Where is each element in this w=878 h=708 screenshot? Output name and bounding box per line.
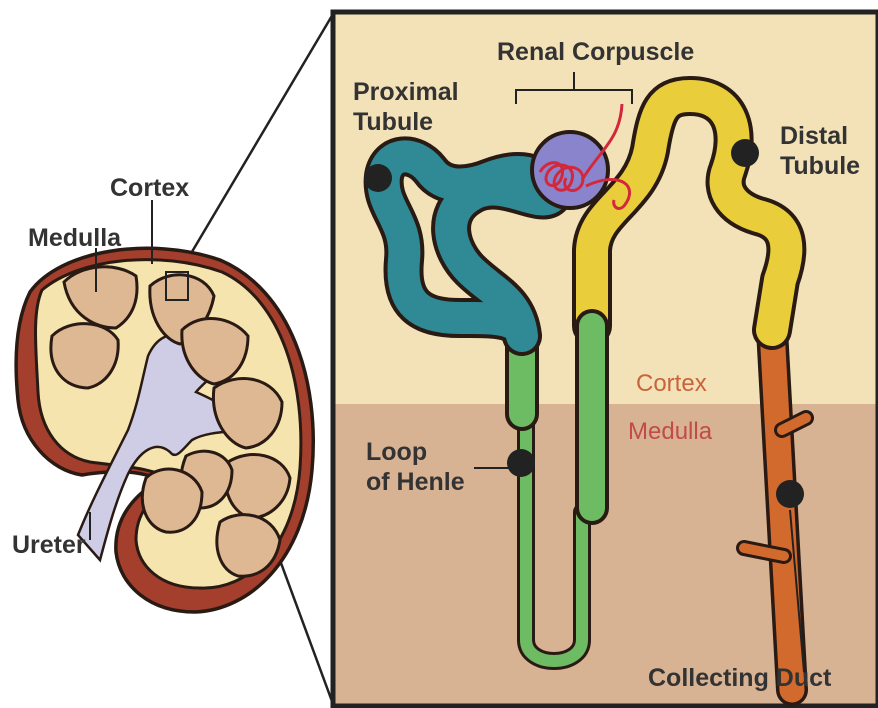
medulla-zone-label: Medulla xyxy=(628,418,712,446)
cortex-zone-label: Cortex xyxy=(636,370,707,398)
collecting-duct-marker xyxy=(776,480,804,508)
distal-tubule-marker xyxy=(731,139,759,167)
distal-tubule-label-line1: Distal xyxy=(780,122,848,151)
ureter-label: Ureter xyxy=(12,531,86,560)
proximal-tubule-label-line1: Proximal xyxy=(353,78,459,107)
cortex-label: Cortex xyxy=(110,174,189,203)
loop-of-henle-label-line2: of Henle xyxy=(366,468,465,497)
collecting-duct-label: Collecting Duct xyxy=(648,664,831,693)
loop-of-henle-marker xyxy=(507,449,535,477)
medulla-label: Medulla xyxy=(28,224,121,253)
pyramid xyxy=(142,469,202,532)
proximal-tubule-label-line2: Tubule xyxy=(353,108,433,137)
loop-of-henle-label-line1: Loop xyxy=(366,438,427,467)
proximal-tubule-marker xyxy=(364,164,392,192)
renal-corpuscle-label: Renal Corpuscle xyxy=(497,38,694,67)
distal-tubule-label-line2: Tubule xyxy=(780,152,860,181)
